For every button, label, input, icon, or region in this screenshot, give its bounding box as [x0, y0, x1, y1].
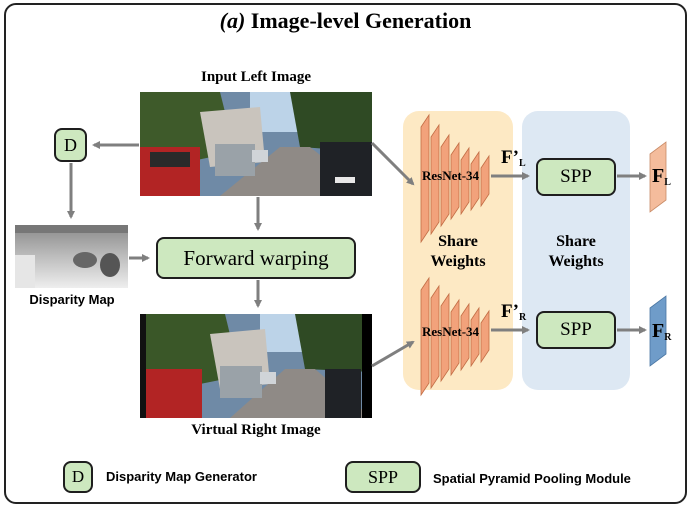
spp-top-label: SPP: [560, 166, 592, 187]
f-prime-l-label: F’L: [501, 147, 526, 169]
legend-spp-symbol: SPP: [367, 466, 399, 487]
title-text: Image-level Generation: [245, 8, 472, 33]
disparity-generator-box: D: [54, 128, 87, 162]
resnet-stack-bottom: [420, 276, 490, 397]
f-prime-l-sub: L: [518, 158, 526, 169]
feature-r-block: [649, 295, 667, 367]
share-weights-spp: Share Weights: [528, 232, 624, 272]
f-l-main: F: [652, 165, 665, 187]
f-l-label: FL: [652, 165, 671, 188]
legend-d-box: D: [63, 461, 93, 493]
input-left-image: [140, 92, 372, 196]
virtual-right-label: Virtual Right Image: [191, 422, 321, 438]
share-weights-resnet-line2: Weights: [430, 253, 486, 270]
f-prime-r-sub: R: [518, 312, 527, 323]
legend-d-symbol: D: [71, 467, 85, 486]
arrow-right-to-resnet: [371, 340, 415, 368]
spp-top-box: SPP: [536, 158, 616, 196]
f-prime-r-label: F’R: [501, 301, 526, 323]
share-weights-spp-line2: Weights: [548, 253, 604, 270]
f-r-label: FR: [652, 320, 671, 343]
legend-spp-text: Spatial Pyramid Pooling Module: [433, 471, 631, 486]
resnet-top-label: ResNet-34: [422, 168, 480, 183]
disparity-map-label: Disparity Map: [29, 292, 115, 307]
f-l-sub: L: [664, 177, 671, 188]
diagram-title: (a) Image-level Generation: [0, 8, 691, 34]
share-weights-resnet-line1: Share: [438, 233, 478, 250]
virtual-right-image: [140, 314, 372, 418]
share-weights-resnet: Share Weights: [410, 232, 506, 272]
resnet-bottom-label: ResNet-34: [422, 324, 480, 339]
forward-warping-box: Forward warping: [156, 237, 356, 279]
share-weights-spp-line1: Share: [556, 233, 596, 250]
spp-bottom-label: SPP: [560, 319, 592, 340]
feature-l-block: [649, 141, 667, 213]
legend-d-text: Disparity Map Generator: [106, 469, 257, 484]
f-prime-r-main: F’: [501, 301, 519, 322]
input-left-label: Input Left Image: [200, 69, 311, 85]
f-prime-l-main: F’: [501, 147, 519, 168]
spp-bottom-box: SPP: [536, 311, 616, 349]
f-r-main: F: [652, 320, 665, 342]
resnet-stack-top: [420, 113, 490, 244]
arrow-left-to-resnet: [370, 141, 415, 186]
disparity-generator-label: D: [64, 134, 77, 155]
legend-spp-box: SPP: [345, 461, 421, 493]
disparity-map-image: [15, 225, 128, 288]
title-label: (a): [219, 8, 246, 33]
forward-warping-label: Forward warping: [183, 245, 329, 270]
f-r-sub: R: [664, 332, 672, 343]
